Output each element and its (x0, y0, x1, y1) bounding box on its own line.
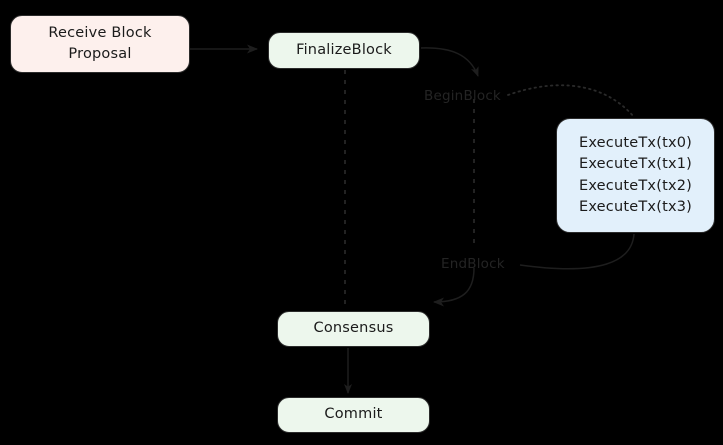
edge-label-begin-block: BeginBlock (424, 88, 501, 104)
edge-finalize-to-beginblock (420, 47, 479, 77)
edge-endblock-to-consensus (433, 267, 475, 307)
edge-label-end-block: EndBlock (441, 256, 505, 272)
node-finalize-block[interactable]: FinalizeBlock (268, 32, 420, 69)
node-receive-block-proposal[interactable]: Receive Block Proposal (10, 15, 190, 73)
node-consensus[interactable]: Consensus (277, 311, 430, 347)
node-commit[interactable]: Commit (277, 397, 430, 433)
edge-executetx-to-endblock (519, 233, 635, 270)
edge-beginblock-to-executetx (507, 84, 635, 118)
node-execute-tx[interactable]: ExecuteTx(tx0) ExecuteTx(tx1) ExecuteTx(… (556, 118, 715, 233)
